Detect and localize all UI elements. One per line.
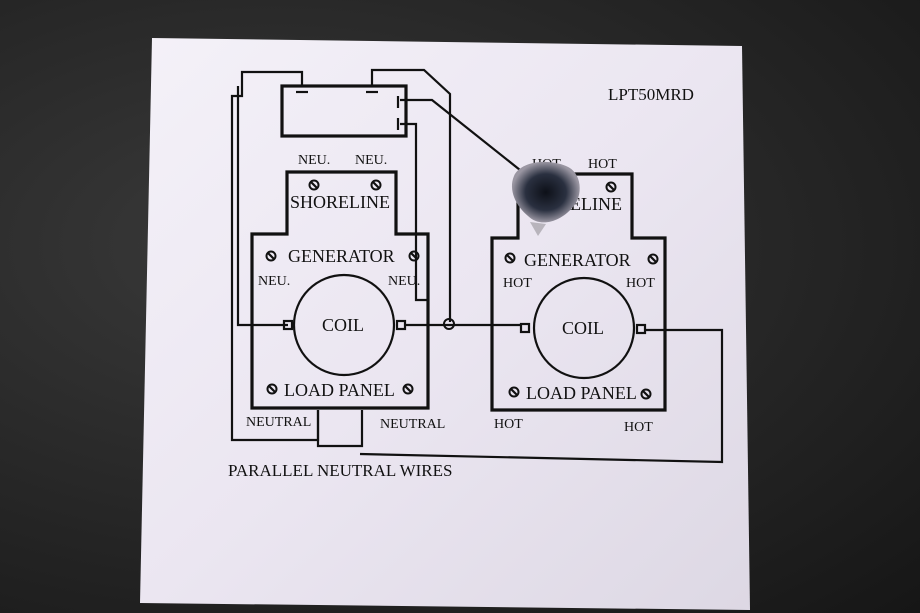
right-load-panel-label: LOAD PANEL [526, 383, 637, 403]
screw-icon [508, 386, 520, 398]
right-mid-right-label: HOT [626, 276, 655, 291]
left-mid-right-label: NEU. [388, 274, 420, 289]
left-bottom-right-label: NEUTRAL [380, 417, 445, 432]
left-top-right-label: NEU. [355, 153, 387, 168]
neutral-jumper-wiring [316, 318, 724, 464]
right-mid-left-label: HOT [503, 276, 532, 291]
caption-text: PARALLEL NEUTRAL WIRES [228, 461, 452, 480]
screw-icon [308, 179, 320, 191]
left-shoreline-label: SHORELINE [290, 192, 390, 212]
left-generator-label: GENERATOR [288, 246, 395, 266]
transfer-relay-wiring [230, 68, 521, 442]
screw-icon [605, 181, 617, 193]
left-mid-left-label: NEU. [258, 274, 290, 289]
left-coil-label: COIL [322, 315, 364, 335]
coil-circle [532, 276, 636, 380]
junction-icon [443, 318, 455, 330]
screw-icon [266, 383, 278, 395]
model-number: LPT50MRD [608, 85, 694, 104]
right-generator-label: GENERATOR [524, 250, 631, 270]
screw-icon [504, 252, 516, 264]
right-bottom-right-label: HOT [624, 420, 653, 435]
right-top-right-label: HOT [588, 157, 617, 172]
burn-hole [511, 161, 580, 236]
screw-icon [370, 179, 382, 191]
right-bottom-left-label: HOT [494, 417, 523, 432]
screw-icon [647, 253, 659, 265]
left-top-left-label: NEU. [298, 153, 330, 168]
left-contactor: NEU. NEU. SHORELINE GENERATOR NEU. NEU. … [246, 153, 445, 432]
left-load-panel-label: LOAD PANEL [284, 380, 395, 400]
screw-icon [640, 388, 652, 400]
left-bottom-left-label: NEUTRAL [246, 415, 311, 430]
right-coil-label: COIL [562, 318, 604, 338]
screw-icon [265, 250, 277, 262]
screw-icon [402, 383, 414, 395]
coil-circle [292, 273, 396, 377]
screw-icon [408, 250, 420, 262]
